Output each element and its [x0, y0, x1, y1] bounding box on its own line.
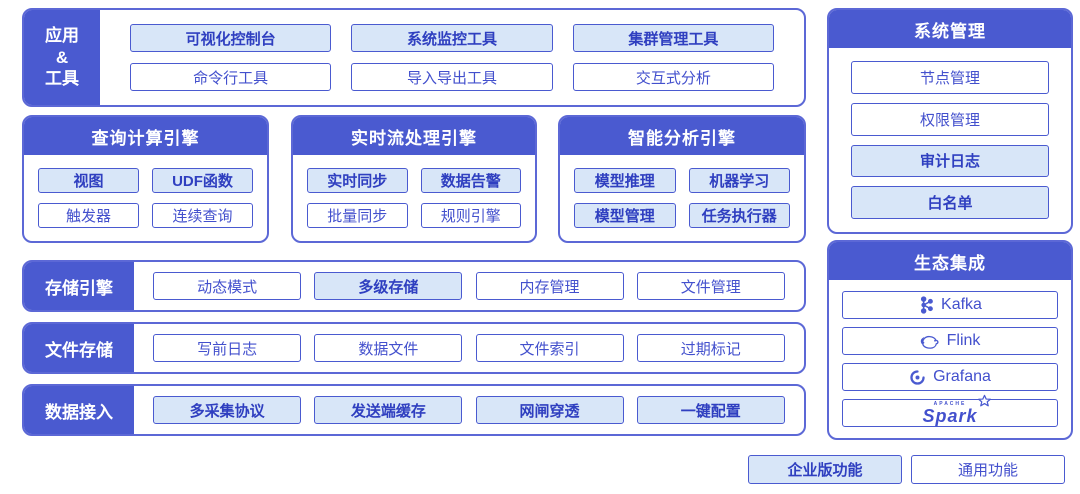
legend-general-feature: 通用功能	[911, 455, 1065, 484]
storage-engine-items: 动态模式 多级存储 内存管理 文件管理	[134, 262, 804, 310]
feature-chip-tiered-storage: 多级存储	[314, 272, 463, 300]
feature-chip-model-inference: 模型推理	[574, 168, 676, 193]
ecosystem-integration-box: 生态集成	[827, 240, 1073, 440]
feature-chip-memory-manage: 内存管理	[475, 272, 624, 300]
feature-chip-realtime-sync: 实时同步	[307, 168, 408, 193]
data-ingestion-label: 数据接入	[24, 386, 134, 434]
stream-engine-title: 实时流处理引擎	[293, 117, 535, 155]
feature-chip-wal: 写前日志	[153, 334, 302, 362]
data-ingestion-items: 多采集协议 发送端缓存 网闸穿透 一键配置	[134, 386, 804, 434]
feature-chip-task-executor: 任务执行器	[688, 203, 790, 228]
eco-item-grafana: Grafana	[842, 363, 1058, 391]
ai-engine-box: 智能分析引擎 模型推理 机器学习 模型管理 任务执行器	[558, 115, 806, 243]
feature-chip-interactive-analysis: 交互式分析	[572, 63, 774, 91]
ai-engine-title: 智能分析引擎	[560, 117, 804, 155]
file-storage-items: 写前日志 数据文件 文件索引 过期标记	[134, 324, 804, 372]
apps-tools-label: 应用 & 工具	[24, 10, 100, 105]
query-engine-box: 查询计算引擎 视图 UDF函数 触发器 连续查询	[22, 115, 269, 243]
apps-tools-label-line: &	[55, 47, 69, 67]
kafka-logo-icon	[918, 296, 934, 314]
system-management-title: 系统管理	[829, 10, 1071, 48]
feature-chip-cluster-manage: 集群管理工具	[572, 24, 774, 52]
stream-engine-box: 实时流处理引擎 实时同步 数据告警 批量同步 规则引擎	[291, 115, 537, 243]
storage-engine-label: 存储引擎	[24, 262, 134, 310]
eco-item-label: Grafana	[933, 368, 991, 385]
system-management-box: 系统管理 节点管理 权限管理 审计日志 白名单	[827, 8, 1073, 234]
feature-chip-rule-engine: 规则引擎	[420, 203, 521, 228]
eco-item-spark: APACHE Spark	[842, 394, 1058, 427]
feature-chip-gatekeeper-pass: 网闸穿透	[475, 396, 624, 424]
eco-item-label: Flink	[946, 332, 981, 349]
feature-chip-system-monitor: 系统监控工具	[351, 24, 553, 52]
feature-chip-udf: UDF函数	[152, 168, 253, 193]
legend-enterprise-feature: 企业版功能	[748, 455, 902, 484]
feature-chip-expire-mark: 过期标记	[636, 334, 785, 362]
spark-wordmark: Spark	[922, 405, 978, 426]
eco-item-label: Kafka	[941, 296, 982, 313]
feature-chip-continuous-query: 连续查询	[152, 203, 253, 228]
apps-tools-label-line: 工具	[45, 69, 79, 89]
query-engine-items: 视图 UDF函数 触发器 连续查询	[24, 155, 267, 241]
apps-tools-label-line: 应用	[45, 25, 79, 45]
feature-chip-view: 视图	[38, 168, 139, 193]
feature-chip-audit-log: 审计日志	[851, 144, 1049, 178]
system-management-items: 节点管理 权限管理 审计日志 白名单	[829, 48, 1071, 232]
feature-chip-visual-console: 可视化控制台	[130, 24, 332, 52]
feature-chip-trigger: 触发器	[38, 203, 139, 228]
feature-chip-cli: 命令行工具	[130, 63, 332, 91]
apps-tools-grid: 可视化控制台 系统监控工具 集群管理工具 命令行工具 导入导出工具 交互式分析	[100, 10, 804, 105]
file-storage-label: 文件存储	[24, 324, 134, 372]
feature-chip-batch-sync: 批量同步	[307, 203, 408, 228]
spark-logo-icon: APACHE Spark	[922, 394, 991, 426]
stream-engine-items: 实时同步 数据告警 批量同步 规则引擎	[293, 155, 535, 241]
feature-chip-node-manage: 节点管理	[851, 61, 1049, 94]
data-ingestion-layer: 数据接入 多采集协议 发送端缓存 网闸穿透 一键配置	[22, 384, 806, 436]
spark-star-icon	[977, 394, 991, 406]
feature-chip-sender-cache: 发送端缓存	[314, 396, 463, 424]
flink-logo-icon	[920, 333, 940, 350]
ecosystem-items: Kafka Flink	[829, 280, 1071, 438]
file-storage-layer: 文件存储 写前日志 数据文件 文件索引 过期标记	[22, 322, 806, 374]
ai-engine-items: 模型推理 机器学习 模型管理 任务执行器	[560, 155, 804, 241]
feature-chip-machine-learning: 机器学习	[688, 168, 790, 193]
grafana-logo-icon	[909, 369, 926, 386]
feature-chip-file-index: 文件索引	[475, 334, 624, 362]
feature-chip-file-manage: 文件管理	[636, 272, 785, 300]
feature-chip-multi-protocol: 多采集协议	[153, 396, 302, 424]
feature-chip-one-click-config: 一键配置	[636, 396, 785, 424]
feature-chip-data-file: 数据文件	[314, 334, 463, 362]
feature-chip-dynamic-schema: 动态模式	[153, 272, 302, 300]
feature-chip-import-export: 导入导出工具	[351, 63, 553, 91]
ecosystem-integration-title: 生态集成	[829, 242, 1071, 280]
feature-chip-whitelist: 白名单	[851, 186, 1049, 219]
storage-engine-layer: 存储引擎 动态模式 多级存储 内存管理 文件管理	[22, 260, 806, 312]
apps-tools-panel: 应用 & 工具 可视化控制台 系统监控工具 集群管理工具 命令行工具 导入导出工…	[22, 8, 806, 107]
feature-chip-permission-manage: 权限管理	[851, 102, 1049, 136]
feature-chip-model-manage: 模型管理	[574, 203, 676, 228]
query-engine-title: 查询计算引擎	[24, 117, 267, 155]
feature-chip-data-alert: 数据告警	[420, 168, 521, 193]
spark-apache-text: APACHE	[933, 400, 967, 407]
eco-item-kafka: Kafka	[842, 291, 1058, 319]
eco-item-flink: Flink	[842, 327, 1058, 355]
